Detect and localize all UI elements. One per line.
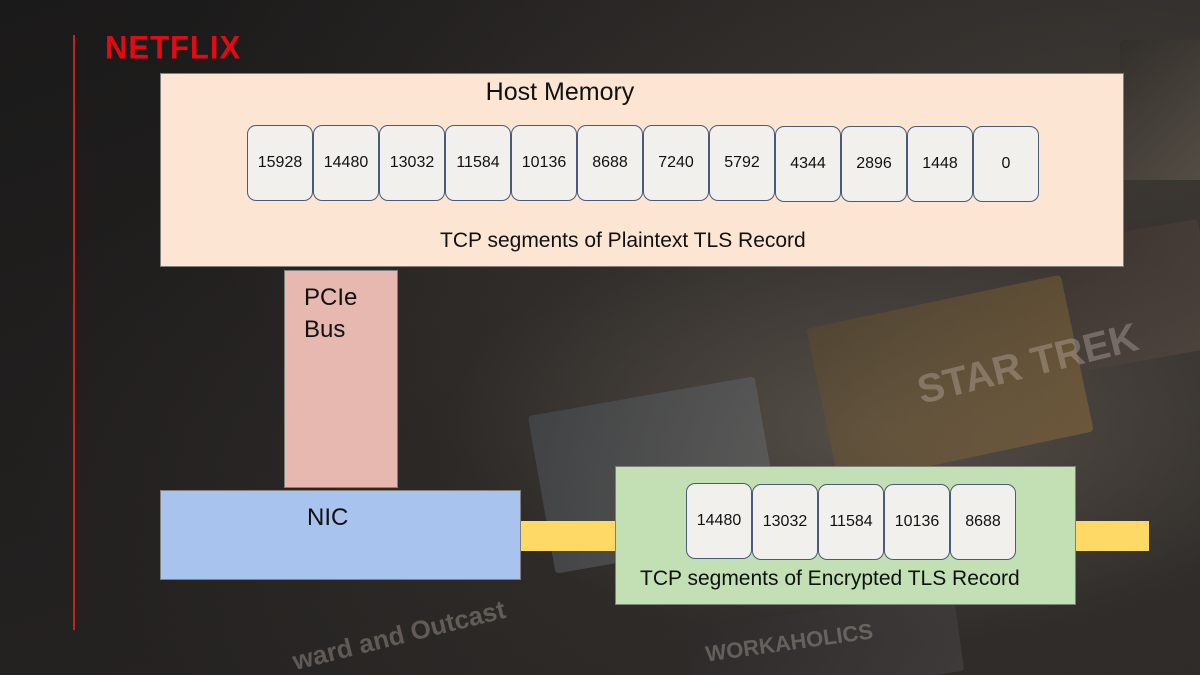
tcp-segment: 10136	[884, 484, 950, 560]
tcp-segment: 5792	[709, 125, 775, 201]
tcp-segment: 4344	[775, 126, 841, 202]
pcie-label-line1: PCIe	[304, 284, 358, 311]
tcp-segment: 14480	[686, 483, 752, 559]
netflix-logo: NETFLIX	[105, 29, 242, 66]
tcp-segment: 8688	[577, 125, 643, 201]
tcp-segment: 8688	[950, 484, 1016, 560]
tcp-segment: 1448	[907, 126, 973, 202]
tcp-segment: 11584	[818, 484, 884, 560]
host-memory-caption: TCP segments of Plaintext TLS Record	[440, 229, 806, 252]
wire-encrypted-out	[1076, 521, 1149, 551]
pcie-label-line2: Bus	[304, 316, 346, 343]
wire-nic-to-encrypted	[521, 521, 616, 551]
tcp-segment: 2896	[841, 126, 907, 202]
tcp-segment: 15928	[247, 125, 313, 201]
slide-accent-rule	[73, 35, 75, 630]
tcp-segment: 14480	[313, 125, 379, 201]
tcp-segment: 7240	[643, 125, 709, 201]
tcp-segment: 11584	[445, 125, 511, 201]
tcp-segment: 13032	[752, 484, 818, 560]
pcie-bus-box	[284, 270, 398, 488]
nic-label: NIC	[307, 504, 349, 531]
tcp-segment: 10136	[511, 125, 577, 201]
tcp-segment: 0	[973, 126, 1039, 202]
background-poster	[1120, 40, 1200, 180]
host-memory-title: Host Memory	[485, 78, 635, 106]
tcp-segment: 13032	[379, 125, 445, 201]
nic-box	[160, 490, 521, 580]
encrypted-record-caption: TCP segments of Encrypted TLS Record	[640, 567, 1020, 590]
pcie-bus-label: PCIe Bus	[304, 282, 357, 346]
